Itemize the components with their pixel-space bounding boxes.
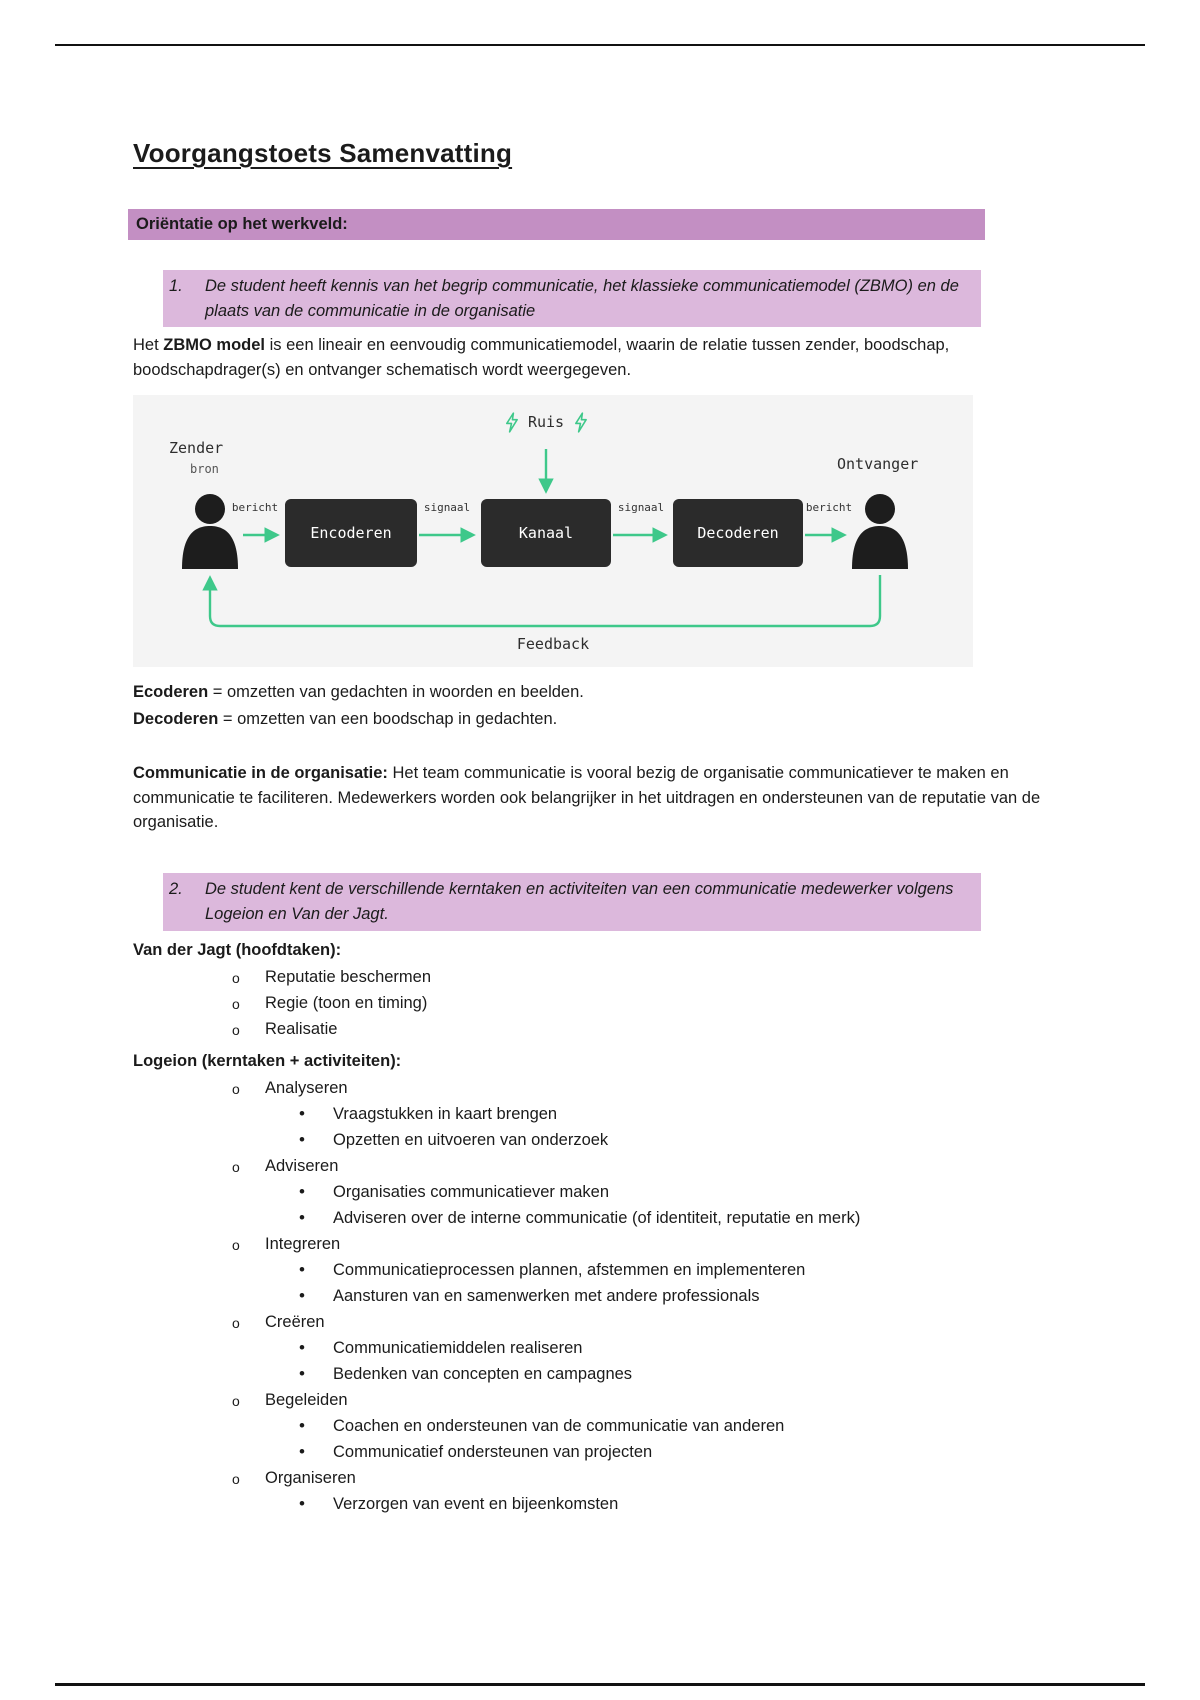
bericht-label-right: bericht: [805, 500, 853, 514]
page-bottom-rule: [55, 1683, 1145, 1686]
section-header: Oriëntatie op het werkveld:: [128, 209, 985, 240]
list-item: Regie (toon en timing): [133, 990, 1067, 1017]
receiver-person-icon: [852, 493, 908, 569]
lightning-icon: [505, 411, 518, 433]
zender-label: Zender: [169, 438, 224, 457]
definition-ecoderen: Ecoderen = omzetten van gedachten in woo…: [133, 679, 1067, 706]
task-activity: Communicatieprocessen plannen, afstemmen…: [133, 1257, 1067, 1283]
encoderen-box: Encoderen: [285, 498, 417, 567]
task-group-label: Analyseren: [133, 1075, 1067, 1102]
sender-person-icon: [182, 493, 238, 569]
page-title: Voorgangstoets Samenvatting: [133, 138, 513, 168]
learning-objective-1: 1. De student heeft kennis van het begri…: [163, 269, 981, 328]
task-activity: Vraagstukken in kaart brengen: [133, 1101, 1067, 1127]
task-activity: Opzetten en uitvoeren van onderzoek: [133, 1127, 1067, 1153]
definition-term: Decoderen: [133, 709, 219, 728]
list-item: Reputatie beschermen: [133, 964, 1067, 991]
van-der-jagt-heading: Van der Jagt (hoofdtaken):: [133, 940, 342, 959]
objective-number: 1.: [169, 276, 183, 295]
task-group-label: Organiseren: [133, 1465, 1067, 1492]
task-label: Reputatie beschermen: [265, 967, 432, 986]
signaal-label-left: signaal: [423, 500, 471, 514]
definition-decoderen: Decoderen = omzetten van een boodschap i…: [133, 706, 1067, 733]
bericht-label-left: bericht: [231, 500, 279, 514]
task-label: Realisatie: [265, 1019, 338, 1038]
feedback-loop-arrow: [202, 574, 882, 627]
definition-rest: = omzetten van een boodschap in gedachte…: [218, 709, 558, 728]
organisatie-paragraph-bold: Communicatie in de organisatie:: [133, 763, 388, 782]
zbmo-diagram-graphics: [182, 448, 908, 627]
document-body: Voorgangstoets Samenvatting Oriëntatie o…: [128, 134, 1067, 1517]
ontvanger-label: Ontvanger: [837, 454, 919, 473]
task-group-label: Adviseren: [133, 1153, 1067, 1180]
decoderen-box: Decoderen: [673, 498, 803, 567]
ruis-label-row: Ruis: [133, 411, 959, 434]
task-activity: Communicatief ondersteunen van projecten: [133, 1439, 1067, 1465]
zbmo-paragraph: Het ZBMO model is een lineair en eenvoud…: [133, 333, 1067, 383]
feedback-label: Feedback: [516, 634, 590, 653]
task-activity: Organisaties communicatiever maken: [133, 1179, 1067, 1205]
task-group-label: Creëren: [133, 1309, 1067, 1336]
lightning-icon: [575, 411, 587, 433]
zbmo-diagram: Ruis Zender bron Ontvanger bericht signa…: [133, 394, 973, 667]
task-activity: Aansturen van en samenwerken met andere …: [133, 1283, 1067, 1309]
task-group-label: Integreren: [133, 1231, 1067, 1258]
objective-text: De student kent de verschillende kerntak…: [205, 880, 954, 923]
task-activity: Coachen en ondersteunen van de communica…: [133, 1413, 1067, 1439]
task-activity: Verzorgen van event en bijeenkomsten: [133, 1491, 1067, 1517]
task-group-label: Begeleiden: [133, 1387, 1067, 1414]
organisatie-paragraph-rest: Het team communicatie is vooral bezig de…: [133, 763, 1041, 832]
zbmo-paragraph-pre: Het: [133, 336, 164, 355]
definition-rest: = omzetten van gedachten in woorden en b…: [208, 682, 584, 701]
zbmo-paragraph-post: is een lineair en eenvoudig communicatie…: [133, 336, 950, 379]
zbmo-paragraph-bold: ZBMO model: [163, 336, 266, 355]
task-label: Regie (toon en timing): [265, 993, 428, 1012]
ruis-label: Ruis: [527, 412, 565, 431]
page-top-rule: [55, 44, 1145, 46]
task-activity: Adviseren over de interne communicatie (…: [133, 1205, 1067, 1231]
list-item: Realisatie: [133, 1016, 1067, 1043]
signaal-label-right: signaal: [617, 500, 665, 514]
kanaal-box: Kanaal: [481, 498, 611, 567]
task-activity: Bedenken van concepten en campagnes: [133, 1361, 1067, 1387]
learning-objective-2: 2. De student kent de verschillende kern…: [163, 873, 981, 931]
task-activity: Communicatiemiddelen realiseren: [133, 1335, 1067, 1361]
objective-text: De student heeft kennis van het begrip c…: [205, 276, 959, 320]
definition-term: Ecoderen: [133, 682, 209, 701]
objective-number: 2.: [169, 880, 183, 898]
bron-label: bron: [190, 461, 219, 476]
logeion-heading: Logeion (kerntaken + activiteiten):: [133, 1051, 402, 1070]
organisatie-paragraph: Communicatie in de organisatie: Het team…: [133, 761, 1067, 835]
